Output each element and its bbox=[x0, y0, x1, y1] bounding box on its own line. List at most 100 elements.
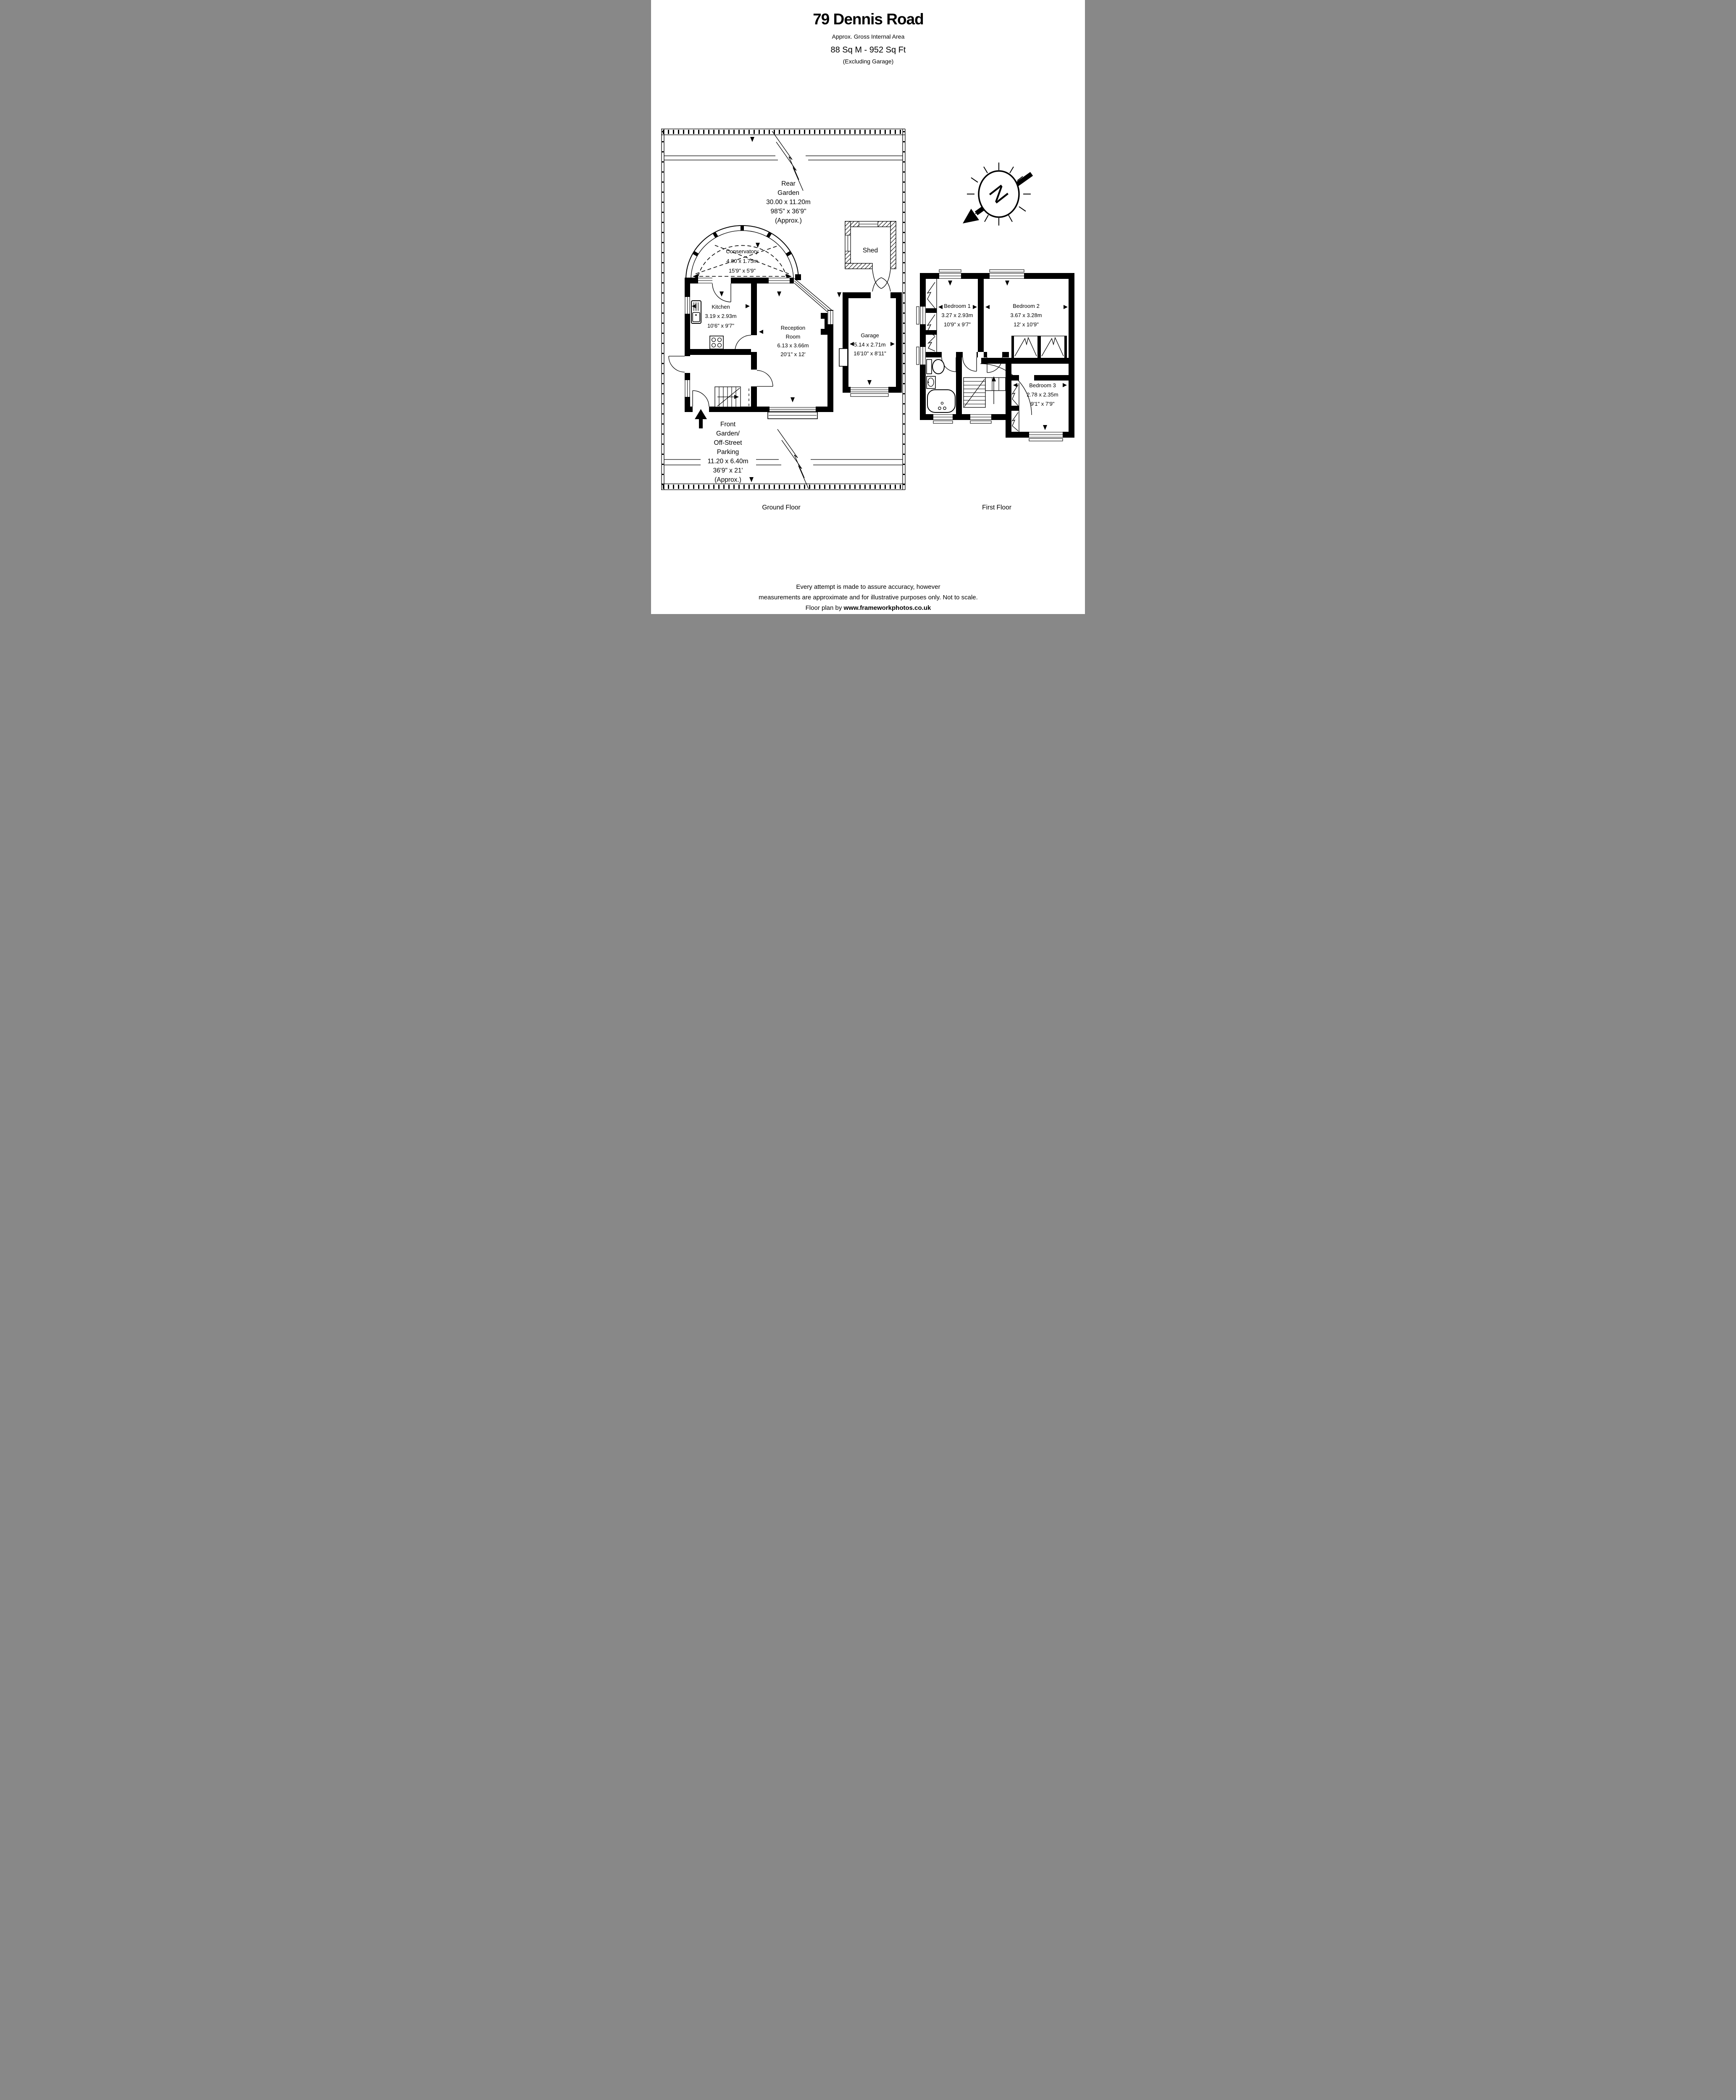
room-dim-imperial: 16'10" x 8'11" bbox=[854, 350, 886, 357]
room-dim-imperial: 10'6" x 9'7" bbox=[707, 323, 734, 329]
reception-corner-window bbox=[794, 278, 833, 324]
room-name: Kitchen bbox=[712, 304, 730, 310]
room-name: Garden/ bbox=[716, 430, 740, 437]
kitchen-sink-icon bbox=[691, 300, 701, 324]
disclaimer-line1: Every attempt is made to assure accuracy… bbox=[796, 583, 940, 591]
kitchen-door bbox=[735, 335, 757, 352]
kitchen-side-window bbox=[685, 297, 690, 314]
room-dim-metric: 5.14 x 2.71m bbox=[854, 341, 885, 348]
conservatory: Conservatory 4.80 x 1.75m 15'9" x 5'9" bbox=[685, 225, 801, 280]
room-name: Garden bbox=[777, 189, 799, 197]
room-name: Reception bbox=[781, 325, 806, 331]
room-dim-metric: 6.13 x 3.66m bbox=[777, 342, 809, 349]
room-name: Conservatory bbox=[726, 248, 759, 255]
title-area: 88 Sq M - 952 Sq Ft bbox=[831, 45, 906, 55]
bedroom1-label: Bedroom 1 3.27 x 2.93m 10'9" x 9'7" bbox=[941, 303, 973, 328]
title-note: (Excluding Garage) bbox=[843, 58, 894, 65]
basin-icon bbox=[926, 376, 936, 389]
room-name: Bedroom 2 bbox=[1013, 303, 1040, 309]
room-name: Parking bbox=[717, 449, 739, 456]
reception-bay-window bbox=[767, 407, 818, 419]
garage-door-arc bbox=[881, 277, 891, 292]
page-title: 79 Dennis Road bbox=[813, 10, 924, 28]
room-dim-metric: 3.27 x 2.93m bbox=[941, 312, 973, 318]
shed-door-arc bbox=[881, 269, 891, 289]
front-garden-label: Front Garden/ Off-Street Parking 11.20 x… bbox=[707, 421, 748, 483]
room-name: Bedroom 3 bbox=[1029, 382, 1056, 388]
ground-floor-top-windows bbox=[698, 278, 790, 284]
room-dim-metric: 2.78 x 2.35m bbox=[1027, 391, 1058, 398]
reception-door bbox=[751, 370, 773, 387]
room-approx: (Approx.) bbox=[714, 476, 741, 483]
disclaimer-line2: measurements are approximate and for ill… bbox=[759, 594, 978, 601]
break-zigzag bbox=[781, 440, 809, 489]
toilet-icon bbox=[926, 359, 945, 374]
bedroom2-wardrobes bbox=[1011, 336, 1067, 358]
floorplan-page: 79 Dennis Road Approx. Gross Internal Ar… bbox=[651, 0, 1085, 614]
bathtub-icon bbox=[927, 389, 956, 413]
garage: Garage 5.14 x 2.71m 16'10" x 8'11" bbox=[839, 277, 902, 397]
ground-floor-markers bbox=[692, 137, 895, 482]
garden-boundary bbox=[661, 129, 906, 490]
room-dim-imperial: 12' x 10'9" bbox=[1014, 321, 1039, 328]
entrance-arrow bbox=[695, 409, 707, 428]
room-dim-imperial: 10'9" x 9'7" bbox=[944, 321, 971, 328]
room-name: Shed bbox=[863, 247, 878, 254]
north-arrow-head bbox=[963, 209, 979, 223]
first-floor-windows bbox=[916, 269, 1063, 441]
first-floor-markers bbox=[938, 281, 1068, 430]
reception-label: Reception Room 6.13 x 3.66m 20'1" x 12' bbox=[777, 325, 809, 357]
stairs-ground bbox=[714, 386, 749, 414]
footer-disclaimer: Every attempt is made to assure accuracy… bbox=[759, 583, 978, 612]
title-block: 79 Dennis Road Approx. Gross Internal Ar… bbox=[813, 10, 924, 65]
first-floor-caption: First Floor bbox=[982, 504, 1011, 511]
bathroom bbox=[926, 359, 956, 413]
room-dim-imperial: 36'9" x 21' bbox=[713, 467, 743, 474]
room-name: Room bbox=[786, 333, 801, 340]
room-dim-imperial: 15'9" x 5'9" bbox=[729, 268, 756, 274]
hall-side-window bbox=[685, 380, 690, 397]
compass-rays bbox=[967, 163, 1031, 226]
bedroom2-door bbox=[987, 352, 1003, 373]
title-subtitle: Approx. Gross Internal Area bbox=[832, 33, 905, 40]
bedroom3-door bbox=[980, 363, 1034, 415]
room-dim-imperial: 98'5" x 36'9" bbox=[770, 208, 806, 215]
kitchen-hob-icon bbox=[709, 336, 724, 349]
garage-door-arc bbox=[872, 277, 882, 292]
room-name: Front bbox=[720, 421, 736, 428]
room-approx: (Approx.) bbox=[775, 217, 802, 224]
rear-garden-label: Rear Garden 30.00 x 11.20m 98'5" x 36'9"… bbox=[766, 180, 811, 224]
room-name: Garage bbox=[861, 332, 879, 339]
shed: Shed bbox=[845, 221, 896, 289]
room-dim-imperial: 9'1" x 7'9" bbox=[1031, 401, 1055, 407]
credit-prefix: Floor plan by bbox=[806, 604, 844, 612]
break-zigzag bbox=[776, 142, 804, 191]
room-name: Off-Street bbox=[714, 439, 743, 446]
garage-label: Garage 5.14 x 2.71m 16'10" x 8'11" bbox=[854, 332, 886, 357]
bedroom3-wardrobes bbox=[1011, 383, 1019, 432]
room-dim-metric: 3.67 x 3.28m bbox=[1010, 312, 1042, 318]
credit-line: Floor plan by www.frameworkphotos.co.uk bbox=[806, 604, 931, 612]
kitchen-label: Kitchen 3.19 x 2.93m 10'6" x 9'7" bbox=[705, 304, 736, 329]
side-passage-store bbox=[839, 348, 848, 367]
conservatory-mullions bbox=[692, 226, 792, 257]
stairs-first bbox=[963, 376, 1006, 408]
room-name: Bedroom 1 bbox=[944, 303, 971, 309]
room-dim-imperial: 20'1" x 12' bbox=[780, 351, 805, 357]
room-dim-metric: 3.19 x 2.93m bbox=[705, 313, 736, 319]
floorplan-drawing: 79 Dennis Road Approx. Gross Internal Ar… bbox=[661, 10, 1074, 612]
bedroom1-door bbox=[962, 352, 977, 372]
north-compass: N bbox=[963, 163, 1033, 226]
room-dim-metric: 11.20 x 6.40m bbox=[707, 458, 748, 465]
bathroom-door bbox=[941, 352, 956, 372]
compass-circle bbox=[978, 170, 1020, 218]
front-door bbox=[692, 390, 709, 412]
ground-floor-caption: Ground Floor bbox=[762, 504, 800, 511]
room-name: Rear bbox=[781, 180, 796, 187]
bedroom3-label: Bedroom 3 2.78 x 2.35m 9'1" x 7'9" bbox=[1027, 382, 1058, 407]
credit-url: www.frameworkphotos.co.uk bbox=[843, 604, 931, 612]
shed-door-arc bbox=[872, 269, 882, 289]
rear-garden-break bbox=[664, 131, 903, 191]
room-dim-metric: 4.80 x 1.75m bbox=[726, 258, 758, 264]
side-door bbox=[668, 356, 690, 373]
